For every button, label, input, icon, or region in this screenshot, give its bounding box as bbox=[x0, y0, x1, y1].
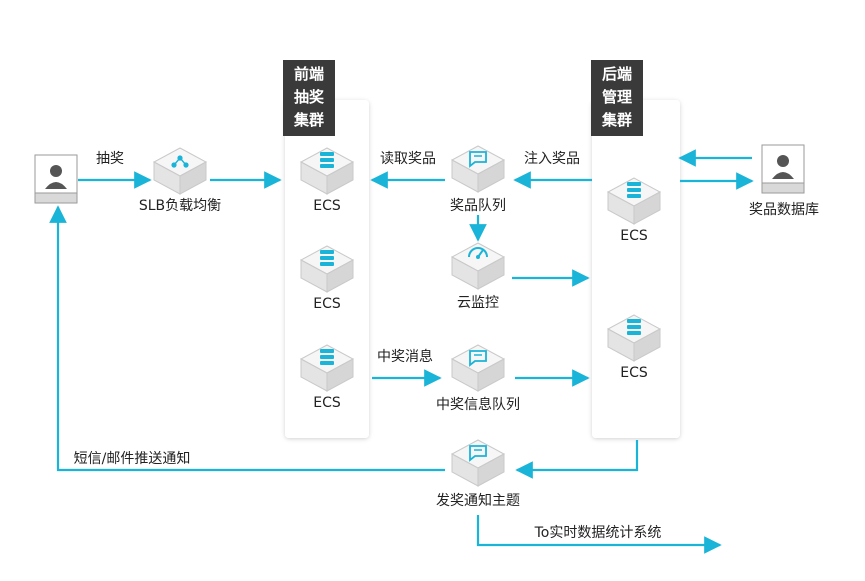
notify-topic-label: 发奖通知主题 bbox=[436, 492, 520, 509]
back-cluster-title: 后端 管理 集群 bbox=[591, 60, 643, 136]
svg-text:集群: 集群 bbox=[293, 111, 324, 129]
notify-topic-icon bbox=[451, 439, 505, 487]
front-cluster-title: 前端 抽奖 集群 bbox=[283, 60, 335, 136]
edge-label-lottery: 抽奖 bbox=[96, 150, 124, 167]
prize-queue-icon bbox=[451, 145, 505, 193]
prize-queue-label: 奖品队列 bbox=[450, 197, 506, 214]
ecs-front-3-icon bbox=[300, 344, 354, 392]
svg-text:管理: 管理 bbox=[602, 88, 632, 106]
edge-label-win-message: 中奖消息 bbox=[377, 348, 433, 365]
arrow-topic-to-user bbox=[49, 205, 445, 472]
svg-text:前端: 前端 bbox=[294, 65, 324, 83]
cloud-monitor-icon bbox=[451, 242, 505, 290]
ecs-front-3-label: ECS bbox=[313, 395, 341, 411]
edge-label-sms-email: 短信/邮件推送通知 bbox=[74, 450, 191, 467]
ecs-back-1-icon bbox=[607, 177, 661, 225]
ecs-front-2-label: ECS bbox=[313, 296, 341, 312]
database-user-icon bbox=[761, 144, 805, 194]
back-cluster-panel bbox=[592, 100, 680, 438]
edge-label-read-prize: 读取奖品 bbox=[380, 150, 436, 167]
edge-label-to-stats: To实时数据统计系统 bbox=[534, 525, 662, 541]
prize-db-label: 奖品数据库 bbox=[749, 201, 819, 218]
ecs-back-2-label: ECS bbox=[620, 365, 648, 381]
ecs-front-2-icon bbox=[300, 245, 354, 293]
svg-text:后端: 后端 bbox=[602, 65, 632, 83]
ecs-back-1-label: ECS bbox=[620, 228, 648, 244]
svg-text:抽奖: 抽奖 bbox=[294, 88, 325, 106]
win-queue-label: 中奖信息队列 bbox=[436, 396, 520, 413]
arrow-topic-to-stats bbox=[476, 515, 722, 554]
cloud-monitor-label: 云监控 bbox=[457, 295, 499, 311]
ecs-back-2-icon bbox=[607, 314, 661, 362]
user-icon bbox=[34, 154, 78, 204]
ecs-front-1-label: ECS bbox=[313, 198, 341, 214]
svg-text:集群: 集群 bbox=[601, 111, 632, 129]
slb-icon bbox=[153, 147, 207, 195]
connections bbox=[49, 149, 754, 554]
ecs-front-1-icon bbox=[300, 147, 354, 195]
arrow-backend-to-topic bbox=[515, 440, 639, 479]
edge-label-inject-prize: 注入奖品 bbox=[524, 150, 580, 167]
win-queue-icon bbox=[451, 344, 505, 392]
slb-label: SLB负载均衡 bbox=[139, 198, 221, 214]
